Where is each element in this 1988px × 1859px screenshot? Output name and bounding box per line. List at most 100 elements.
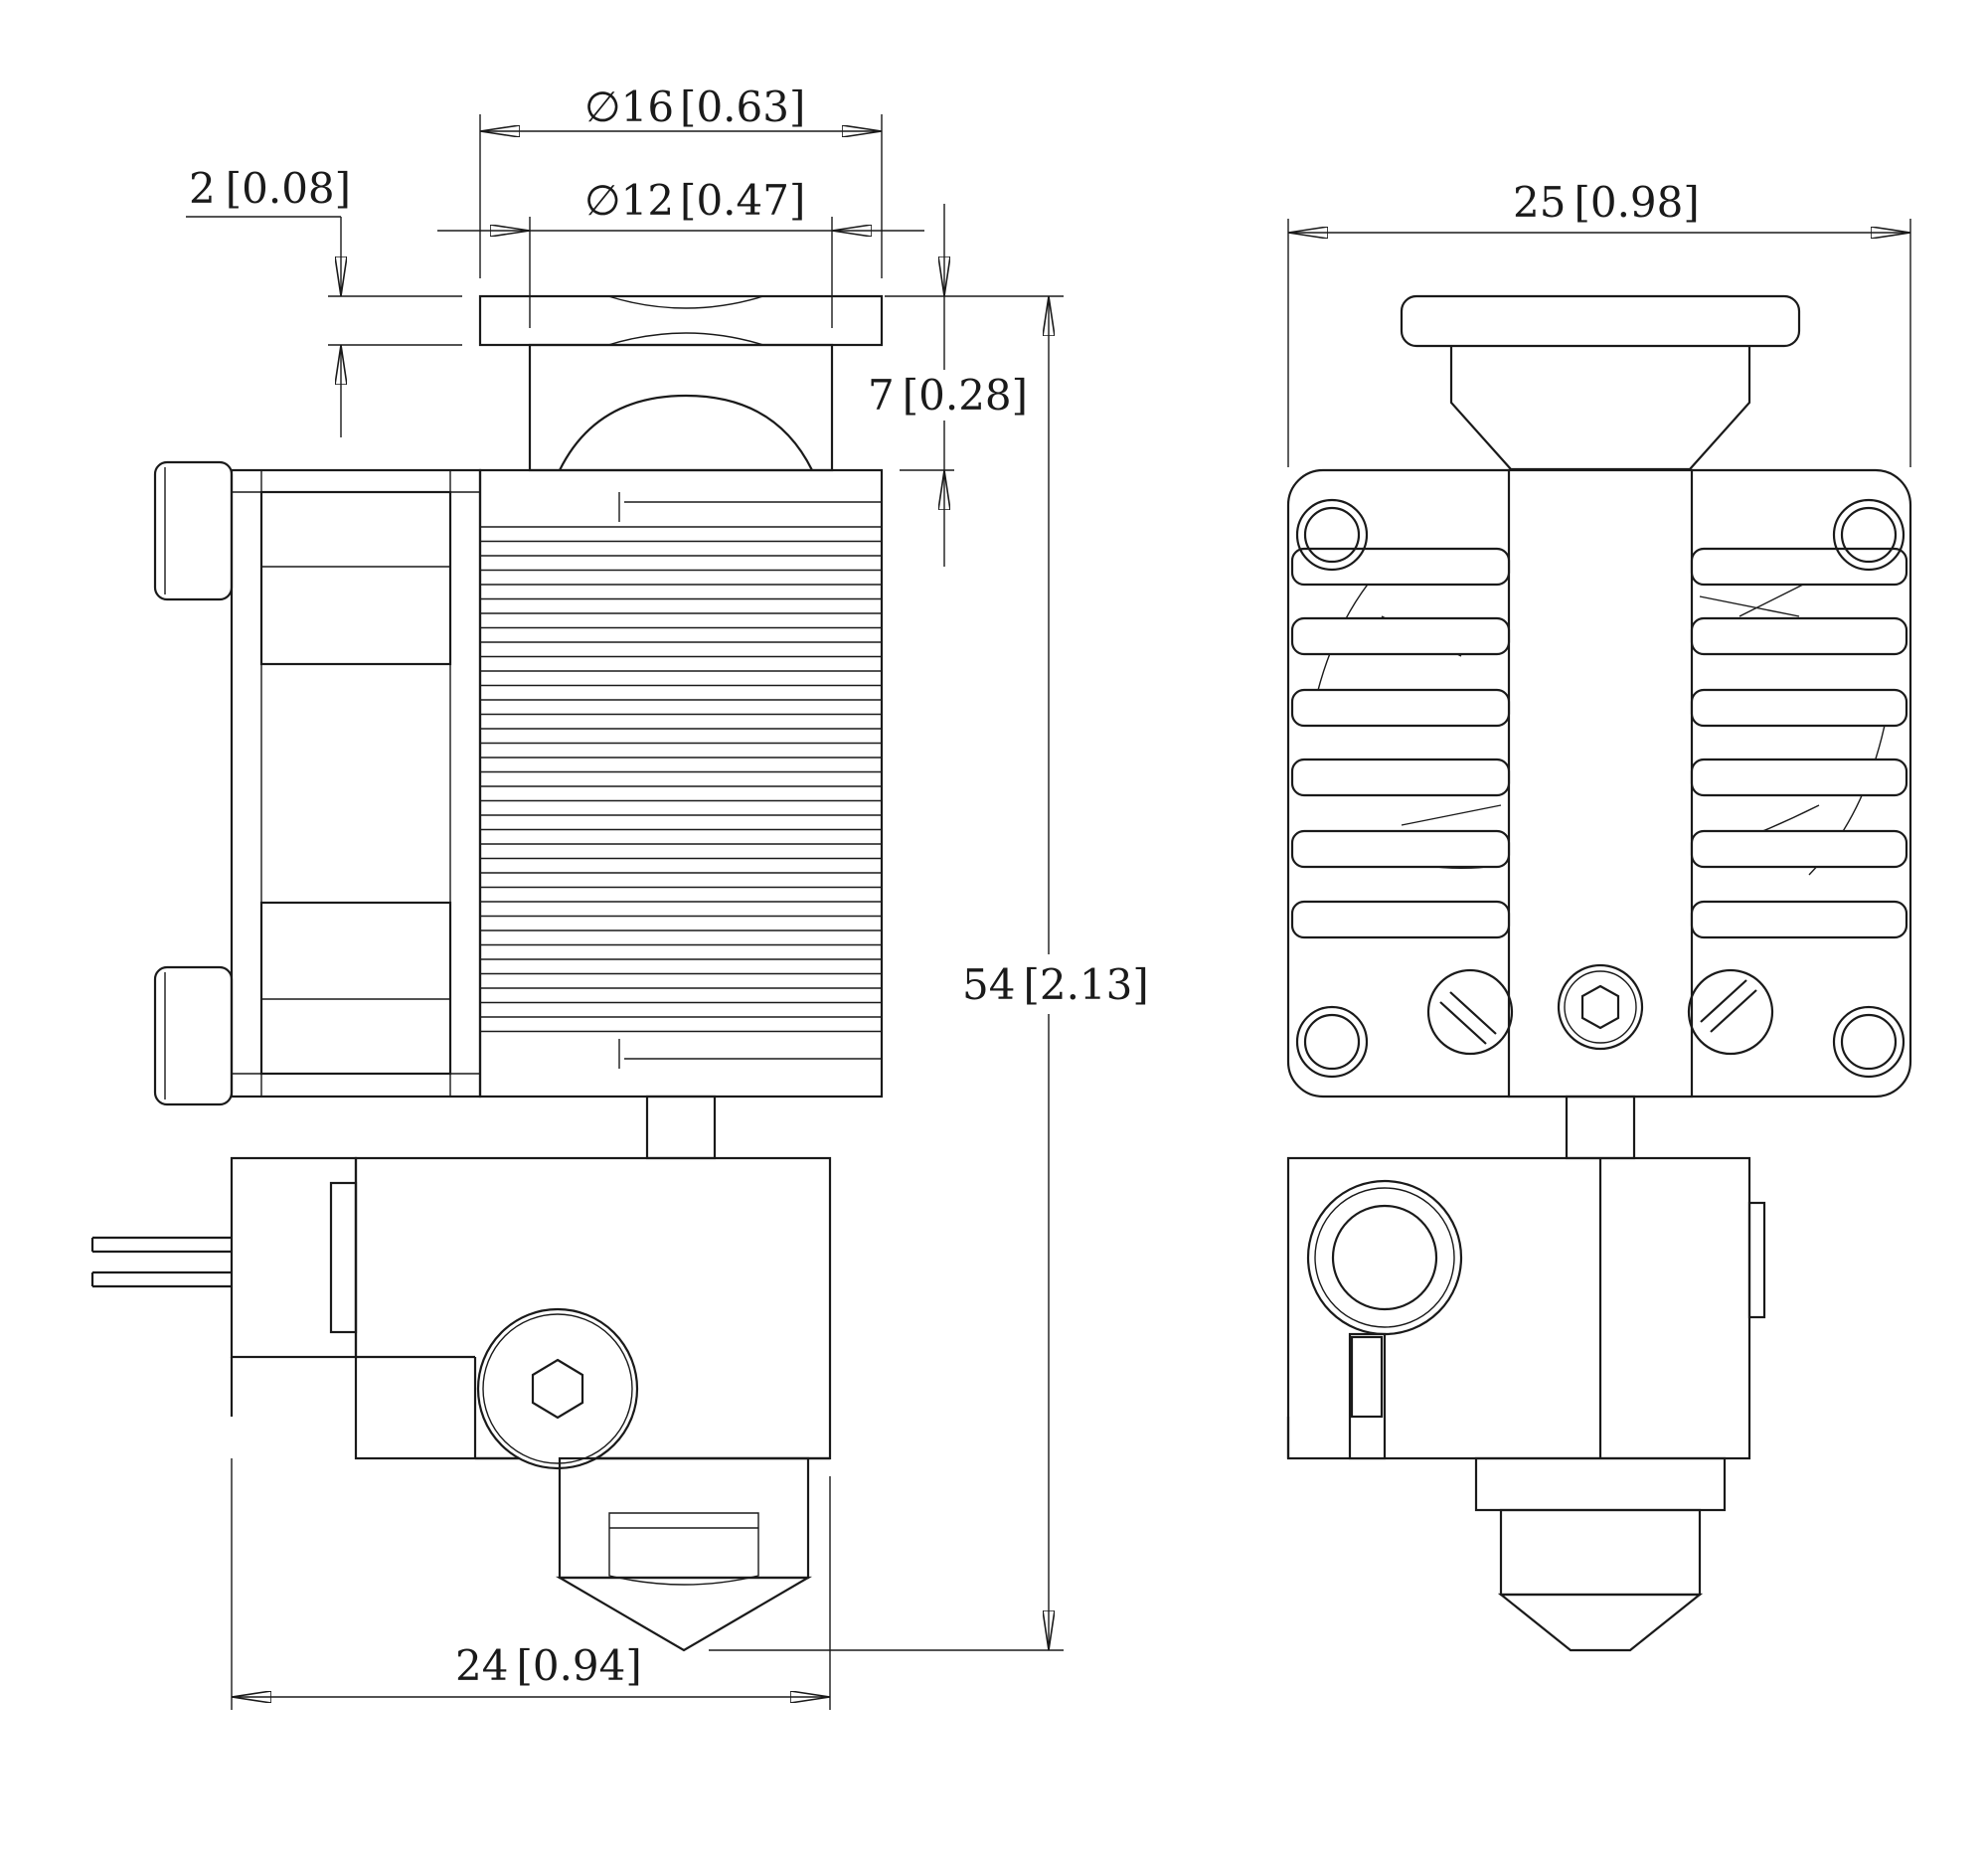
bracket-close: ] — [625, 1641, 641, 1690]
fan-clip-top — [259, 490, 452, 666]
fan-clip-bottom — [259, 901, 452, 1076]
guard-center-bar — [1507, 468, 1694, 1098]
corner-hole-rim — [1832, 1005, 1905, 1079]
dim-value-inch: 0.08 — [242, 164, 335, 213]
heater-cartridge — [1306, 1179, 1463, 1336]
nozzle-hex — [1474, 1456, 1727, 1512]
bracket-close: ] — [335, 164, 351, 213]
dimension-labels: ∅16[0.63] ∅12[0.47] 2[0.08] 7[0.28] 54[2… — [189, 83, 1700, 1690]
set-screw — [476, 1307, 639, 1470]
guard-slot — [1690, 758, 1908, 797]
corner-holes — [1295, 498, 1905, 1079]
nozzle-flat — [608, 1512, 759, 1586]
screw-head-top — [153, 460, 234, 601]
corner-hole-rim — [1295, 1005, 1369, 1079]
heater-cartridge-inner — [1331, 1204, 1438, 1311]
mount-disk — [478, 294, 884, 347]
dim-value-mm: 25 — [1513, 178, 1566, 227]
bracket-open: [ — [903, 371, 918, 420]
guard-slot — [1290, 758, 1511, 797]
nozzle-tip — [555, 1576, 813, 1652]
dimension-lines — [186, 114, 1911, 1710]
bracket-close: ] — [1683, 178, 1699, 227]
side-view — [90, 294, 884, 1652]
hex-socket-icon — [1580, 984, 1620, 1030]
dim-label-w24: 24[0.94] — [455, 1641, 642, 1690]
dim-value-mm: 2 — [189, 164, 216, 213]
bracket-open: [ — [226, 164, 242, 213]
guard-slot — [1690, 829, 1908, 869]
front-view — [1286, 294, 1912, 1652]
dim-value-mm: 7 — [868, 371, 895, 420]
mount-disk-groove — [607, 295, 764, 346]
guard-slot — [1290, 900, 1511, 939]
guard-slot — [1690, 688, 1908, 728]
diameter-symbol: ∅ — [584, 83, 621, 131]
heater-block-tab — [1747, 1201, 1766, 1319]
hex-screw — [1557, 963, 1644, 1051]
corner-hole — [1303, 506, 1361, 564]
bracket-close: ] — [789, 83, 805, 131]
bracket-close: ] — [789, 176, 805, 225]
dim-value-mm: 54 — [962, 960, 1015, 1009]
bracket-open: [ — [680, 176, 696, 225]
dim-label-h54: 54[2.13] — [962, 960, 1149, 1009]
nozzle-body — [558, 1456, 810, 1580]
bracket-open: [ — [1574, 178, 1589, 227]
guard-slot — [1690, 616, 1908, 656]
bracket-open: [ — [680, 83, 696, 131]
dim-value-inch: 0.47 — [696, 176, 789, 225]
guard-slot — [1690, 900, 1908, 939]
dim-value-inch: 0.63 — [696, 83, 789, 131]
mount-neck — [528, 343, 834, 472]
nozzle-tip — [1497, 1593, 1704, 1652]
guard-slot — [1290, 829, 1511, 869]
dim-value-mm: 12 — [621, 176, 674, 225]
screw-slot — [1439, 1001, 1487, 1045]
bracket-close: ] — [1012, 371, 1028, 420]
screw-slot — [1449, 991, 1497, 1035]
heatsink-fins — [480, 526, 882, 1033]
mount-disk — [1400, 294, 1801, 348]
screw-head-bottom — [153, 965, 234, 1106]
screw-right — [1687, 968, 1774, 1056]
screw-slot — [1700, 979, 1747, 1023]
heatsink-slot — [618, 492, 882, 1069]
dim-value-inch: 0.94 — [533, 1641, 626, 1690]
guard-slot — [1290, 616, 1511, 656]
thermistor-housing — [230, 1156, 358, 1359]
corner-hole — [1840, 506, 1898, 564]
dim-label-h7: 7[0.28] — [868, 371, 1028, 420]
guard-slot — [1690, 547, 1908, 587]
screw-left — [1426, 968, 1514, 1056]
bracket-open: [ — [1023, 960, 1039, 1009]
heater-block-notch — [1348, 1332, 1387, 1460]
guard-slots — [1290, 547, 1908, 939]
corner-hole-rim — [1295, 498, 1369, 572]
diameter-symbol: ∅ — [584, 176, 621, 225]
thermistor-cap — [329, 1181, 358, 1334]
heat-break — [1565, 1095, 1636, 1160]
dim-label-thk2: 2[0.08] — [189, 164, 351, 213]
corner-hole-rim — [1832, 498, 1905, 572]
screw-slot — [1710, 989, 1757, 1033]
hex-screw-rim — [1564, 970, 1637, 1044]
dim-value-inch: 2.13 — [1040, 960, 1133, 1009]
dim-value-inch: 0.28 — [918, 371, 1012, 420]
nozzle-body — [1499, 1508, 1702, 1597]
corner-hole — [1840, 1013, 1898, 1071]
heater-block-notch-inner — [1350, 1335, 1384, 1419]
dim-value-mm: 24 — [455, 1641, 508, 1690]
dim-label-dia16: ∅16[0.63] — [584, 83, 805, 131]
dim-label-w25: 25[0.98] — [1513, 178, 1700, 227]
bracket-close: ] — [1132, 960, 1148, 1009]
set-screw-rim — [482, 1313, 633, 1464]
guard-slot — [1290, 547, 1511, 587]
fan-frame — [230, 468, 482, 1098]
hex-socket-icon — [531, 1358, 584, 1420]
heat-break — [645, 1095, 717, 1160]
neck-dome — [559, 394, 813, 471]
corner-hole — [1303, 1013, 1361, 1071]
mount-neck — [1449, 346, 1751, 471]
